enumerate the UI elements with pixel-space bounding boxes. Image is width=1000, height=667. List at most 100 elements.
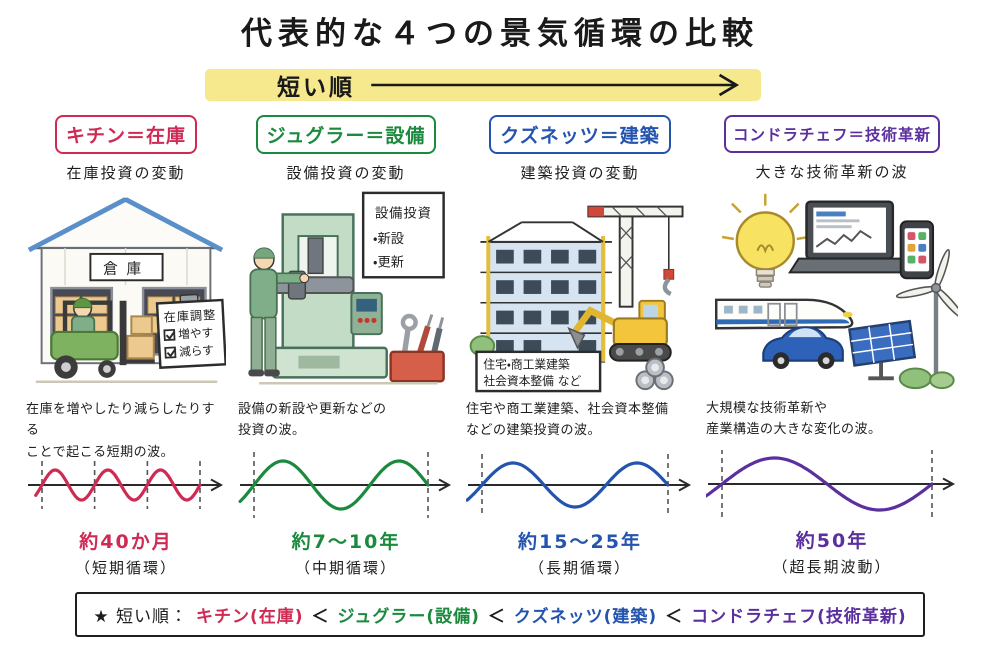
cycle-description: 設備の新設や更新などの 投資の波。 (238, 402, 387, 439)
note-line: ・新設 (373, 231, 404, 247)
construction-illustration: 住宅・商工業建築 社会資本整備 など (466, 187, 694, 395)
business-cycle-wave (34, 468, 202, 502)
forklift (50, 297, 155, 379)
checkmark-icon (165, 330, 176, 340)
kuznets-wave-chart (466, 454, 692, 516)
app-icon (907, 255, 916, 264)
car-icon (762, 326, 844, 369)
excavator-bucket (567, 326, 586, 350)
order-banner-label: 短い順 (277, 75, 355, 101)
warehouse-scene: 倉庫 (27, 197, 227, 383)
crane (587, 205, 684, 308)
app-icon (918, 232, 927, 240)
cycle-description: 大規模な技術革新や 産業構造の大きな変化の波。 (706, 401, 882, 438)
construction-sign: 住宅・商工業建築 社会資本整備 など (475, 350, 602, 393)
panel-screen (356, 298, 377, 312)
screen-chart-line (815, 229, 872, 248)
kitchin-wave-chart (28, 461, 224, 509)
cycle-header-label: キチン＝在庫 (65, 125, 186, 147)
wrench-icon (400, 313, 418, 331)
sign-line: 住宅・商工業建築 (483, 358, 570, 372)
app-icon (918, 255, 927, 264)
order-summary-prefix: ★ 短い順： (93, 607, 188, 627)
cycle-subtitle: 在庫投資の変動 (66, 164, 186, 182)
note-line: 設備投資 (375, 205, 432, 221)
smartphone-icon (899, 220, 935, 280)
note-line: ・更新 (373, 254, 404, 270)
construction-scene: 住宅・商工業建築 社会資本整備 など (469, 205, 684, 393)
panel-button (357, 317, 363, 323)
cycle-period-type: （短期循環） (74, 559, 177, 577)
warehouse-sign-label: 倉庫 (103, 260, 150, 277)
business-cycle-wave (238, 459, 430, 511)
train-stripe (716, 319, 850, 325)
train-window (724, 305, 733, 314)
cycle-header-label: コンドラチェフ＝技術革新 (732, 126, 931, 144)
equipment-note: 設備投資 ・新設 ・更新 (361, 191, 445, 279)
toolbox (389, 313, 445, 383)
board-item: 減らす (179, 343, 215, 359)
cycle-column-kondratiev: コンドラチェフ＝技術革新 大きな技術革新の波 (706, 115, 964, 578)
cycle-column-kitchin: キチン＝在庫 在庫投資の変動 倉庫 (26, 115, 227, 578)
cycle-period-type: （超長期波動） (772, 558, 892, 576)
cycle-description: 住宅や商工業建築、社会資本整備 などの建築投資の波。 (466, 402, 669, 439)
worker-shoe (264, 369, 280, 377)
kondratiev-wave-chart (706, 450, 956, 519)
car-window (788, 328, 822, 338)
worker-cap (253, 247, 275, 259)
cycle-period: 約50年 (795, 530, 869, 552)
innovation-illustration (706, 186, 964, 394)
cycle-period: 約15～25年 (518, 531, 642, 553)
app-icon (907, 243, 916, 252)
cycle-subtitle: 設備投資の変動 (286, 164, 406, 182)
worker-leg (264, 316, 277, 372)
cycle-columns: キチン＝在庫 在庫投資の変動 倉庫 (26, 115, 978, 578)
board-title: 在庫調整 (163, 308, 216, 325)
less-than-separator: ＜ (665, 607, 684, 627)
crane-boom (587, 205, 684, 218)
cycle-period-type: （中期循環） (294, 559, 397, 577)
cycle-header-label: ジュグラー＝設備 (266, 125, 426, 147)
sign-line: 社会資本整備 など (483, 374, 581, 388)
business-cycle-wave (706, 456, 934, 512)
business-cycle-wave (466, 461, 670, 509)
worker (248, 247, 310, 377)
excavator-boom (571, 306, 620, 335)
cycle-header-kondratiev: コンドラチェフ＝技術革新 (723, 115, 940, 153)
cycle-header-kuznets: クズネッツ＝建築 (489, 115, 671, 154)
juglar-wave-chart (238, 452, 452, 518)
inventory-board: 在庫調整 増やす 減らす (155, 293, 227, 369)
cycle-header-kitchin: キチン＝在庫 (54, 115, 197, 154)
screwdriver-icon (417, 325, 431, 353)
worker-leg (250, 316, 263, 372)
cycle-header-juglar: ジュグラー＝設備 (255, 115, 437, 154)
cycle-period: 約7～10年 (291, 531, 401, 553)
machinery-illustration: 設備投資 ・新設 ・更新 (238, 187, 454, 395)
less-than-separator: ＜ (487, 607, 506, 627)
app-icon (907, 232, 916, 240)
filament (756, 244, 775, 254)
less-than-separator: ＜ (311, 607, 330, 627)
screwdriver-icon (430, 327, 443, 355)
axis-arrowhead-icon (210, 478, 224, 492)
axis-arrowhead-icon (678, 478, 692, 492)
order-summary-box: ★ 短い順： キチン(在庫) ＜ ジュグラー(設備) ＜ クズネッツ(建築) ＜… (75, 592, 925, 637)
turbine-hub (930, 282, 942, 294)
worker-hand (299, 273, 310, 284)
order-item-juglar: ジュグラー(設備) (337, 607, 480, 627)
solar-panel-icon (848, 319, 917, 381)
cycle-column-juglar: ジュグラー＝設備 設備投資の変動 設備投資 ・新設 ・更新 (238, 115, 454, 578)
machine-head (307, 237, 324, 275)
toolbox-body (389, 350, 445, 383)
cargo-box (126, 334, 155, 360)
machinery-scene: 設備投資 ・新設 ・更新 (248, 191, 445, 385)
laptop-icon (788, 200, 912, 274)
worker-body (249, 268, 278, 320)
warehouse-illustration: 倉庫 (26, 187, 227, 395)
axis-arrowhead-icon (438, 478, 452, 492)
roof-scaffold (487, 221, 523, 243)
driver-cap (72, 297, 93, 309)
excavator-body (612, 317, 668, 348)
page-title: 代表的な４つの景気循環の比較 (241, 16, 759, 52)
bush (929, 371, 955, 390)
